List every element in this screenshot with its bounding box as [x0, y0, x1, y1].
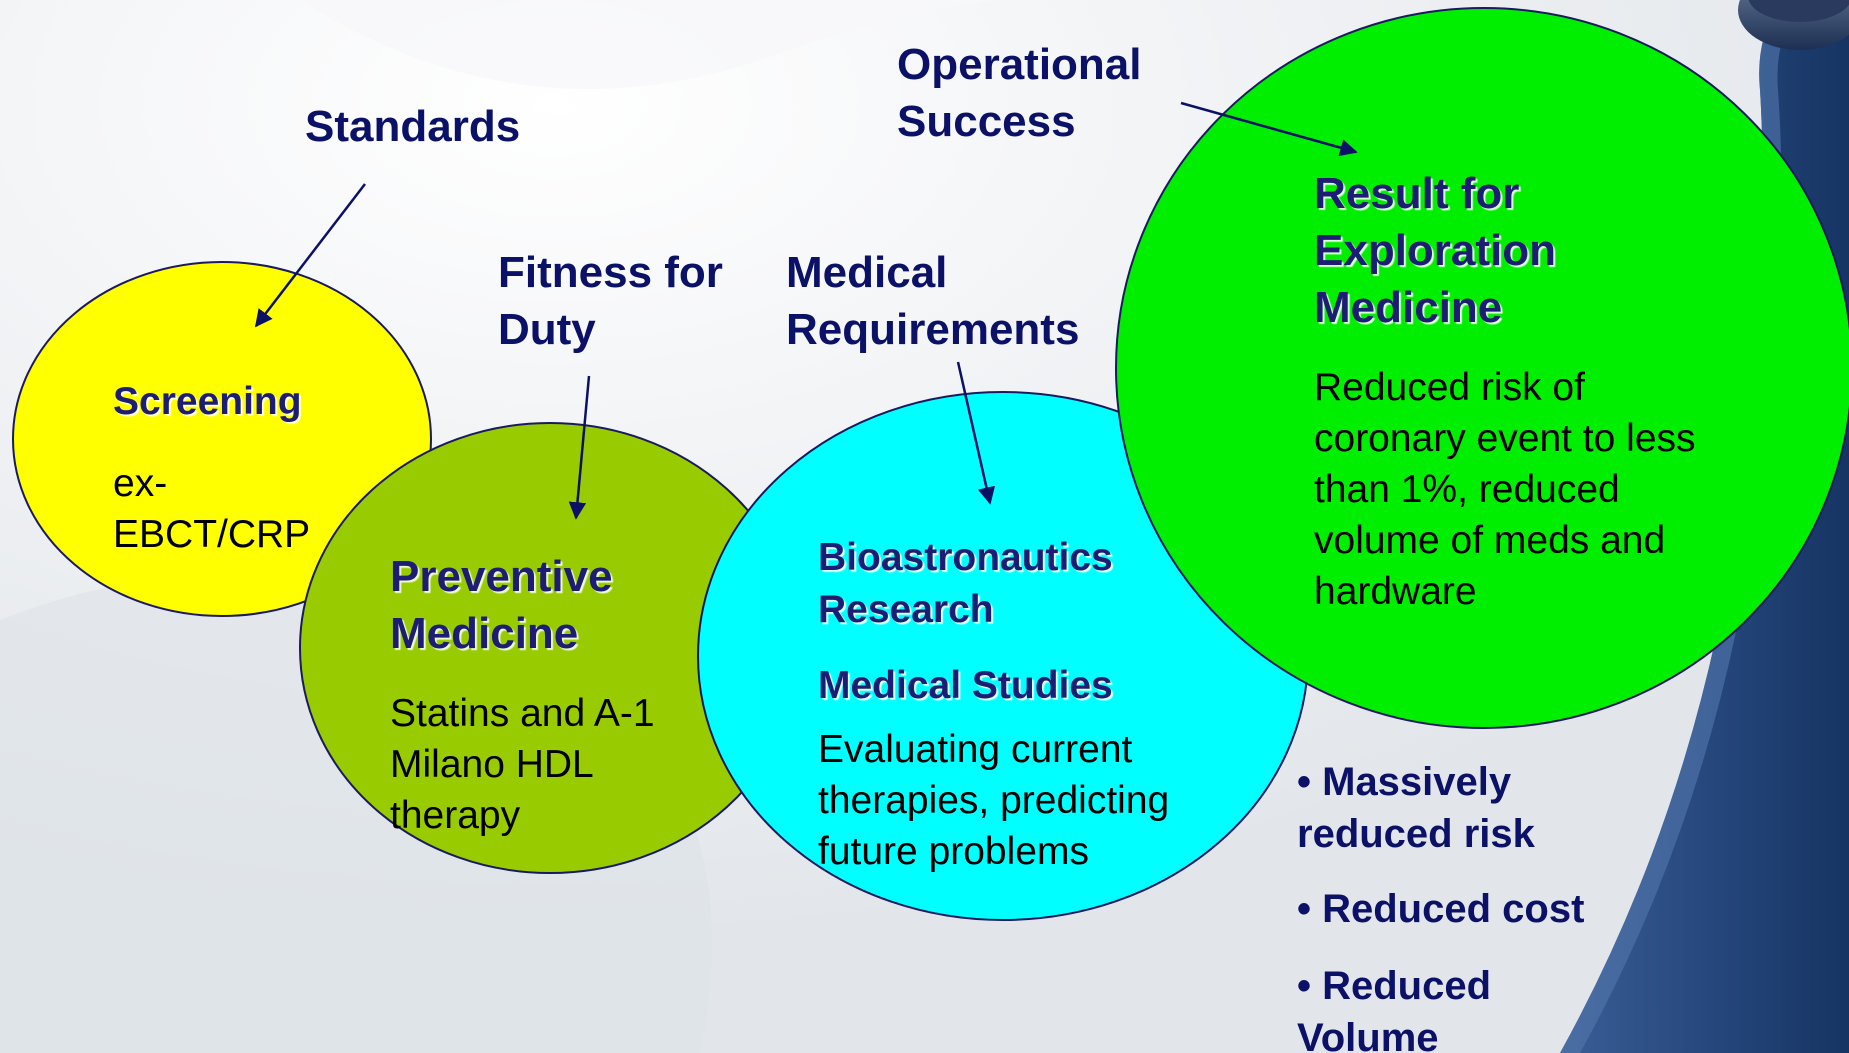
medical-studies-subtitle: Medical Studies: [818, 664, 1113, 707]
operational-line-2: Success: [897, 97, 1076, 146]
bioastronautics-title: Bioastronautics Research: [818, 532, 1113, 636]
result-title: Result for Exploration Medicine: [1314, 165, 1556, 336]
screening-circle: [12, 261, 432, 617]
bioastronautics-body: Evaluating current therapies, predicting…: [818, 728, 1170, 873]
result-title-line-2: Exploration: [1314, 226, 1557, 275]
medical-requirements-arrow: [956, 361, 996, 505]
result-title-line-1: Result for: [1314, 169, 1520, 218]
preventive-medicine-title: Preventive Medicine: [390, 548, 613, 662]
result-title-line-3: Medicine: [1314, 283, 1503, 332]
operational-success-label: Operational Success: [897, 36, 1142, 150]
screening-body: ex- EBCT/CRP: [113, 458, 310, 560]
result-circle: [1115, 7, 1849, 729]
bullet-reduced-cost: • Reduced cost: [1297, 887, 1585, 931]
preventive-title-line-1: Preventive: [390, 552, 613, 601]
bullet-massively-reduced-risk: • Massively reduced risk: [1297, 760, 1535, 856]
operational-line-1: Operational: [897, 40, 1142, 89]
bullet-reduced-volume: • Reduced Volume: [1297, 964, 1492, 1053]
fitness-for-duty-label: Fitness for Duty: [498, 244, 723, 358]
preventive-medicine-body: Statins and A-1 Milano HDL therapy: [390, 692, 655, 837]
standards-label: Standards: [305, 102, 521, 151]
preventive-title-line-2: Medicine: [390, 609, 579, 658]
background-swirl-top: [300, 0, 1000, 90]
screening-body-line-2: EBCT/CRP: [113, 513, 311, 556]
fitness-line-2: Duty: [498, 305, 596, 354]
fitness-line-1: Fitness for: [498, 248, 723, 297]
screening-body-line-1: ex-: [113, 462, 168, 505]
standards-arrow: [254, 183, 366, 328]
bioastronautics-title-line-1: Bioastronautics: [818, 536, 1113, 579]
bioastronautics-title-line-2: Research: [818, 588, 994, 631]
knob-rim: [1748, 0, 1849, 22]
result-body: Reduced risk of coronary event to less t…: [1314, 366, 1696, 613]
fitness-arrow: [568, 375, 591, 520]
screening-title: Screening: [113, 380, 302, 423]
medical-requirements-label: Medical Requirements: [786, 244, 1079, 358]
medical-requirements-line-1: Medical: [786, 248, 948, 297]
medical-requirements-line-2: Requirements: [786, 305, 1080, 354]
operational-success-arrow: [1180, 101, 1358, 157]
